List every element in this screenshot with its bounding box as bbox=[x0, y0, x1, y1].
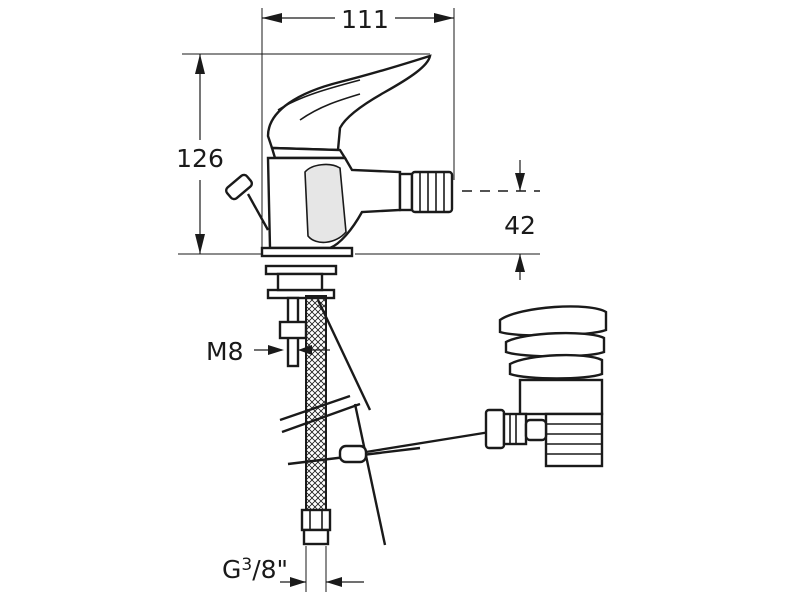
arrow-right-icon bbox=[290, 577, 306, 587]
width-label: 111 bbox=[341, 5, 389, 34]
width-dimension: 111 bbox=[261, 5, 455, 250]
arrow-left-icon bbox=[326, 577, 342, 587]
height-label: 126 bbox=[176, 144, 224, 173]
faucet-body bbox=[224, 54, 454, 258]
spout-height-label: 42 bbox=[504, 211, 536, 240]
spout-height-dimension: 42 bbox=[355, 160, 540, 280]
drain-waste bbox=[484, 305, 608, 468]
height-dimension: 126 bbox=[176, 53, 430, 255]
arrow-down-icon bbox=[195, 234, 205, 254]
arrow-right-icon bbox=[434, 13, 454, 23]
arrow-left-icon bbox=[262, 13, 282, 23]
arrow-left-icon bbox=[298, 345, 312, 355]
arrow-up-icon bbox=[515, 254, 525, 272]
flex-hose bbox=[305, 295, 327, 511]
arrow-right-icon bbox=[268, 345, 284, 355]
thread-dimension: M8 bbox=[206, 337, 330, 366]
counter-section-break bbox=[279, 394, 361, 434]
connection-dimension: G3/8" bbox=[222, 546, 364, 592]
arrow-down-icon bbox=[515, 173, 525, 191]
rod-thread-label: M8 bbox=[206, 337, 243, 366]
popup-linkage bbox=[287, 403, 491, 546]
arrow-up-icon bbox=[195, 54, 205, 74]
connection-label: G3/8" bbox=[222, 555, 288, 584]
